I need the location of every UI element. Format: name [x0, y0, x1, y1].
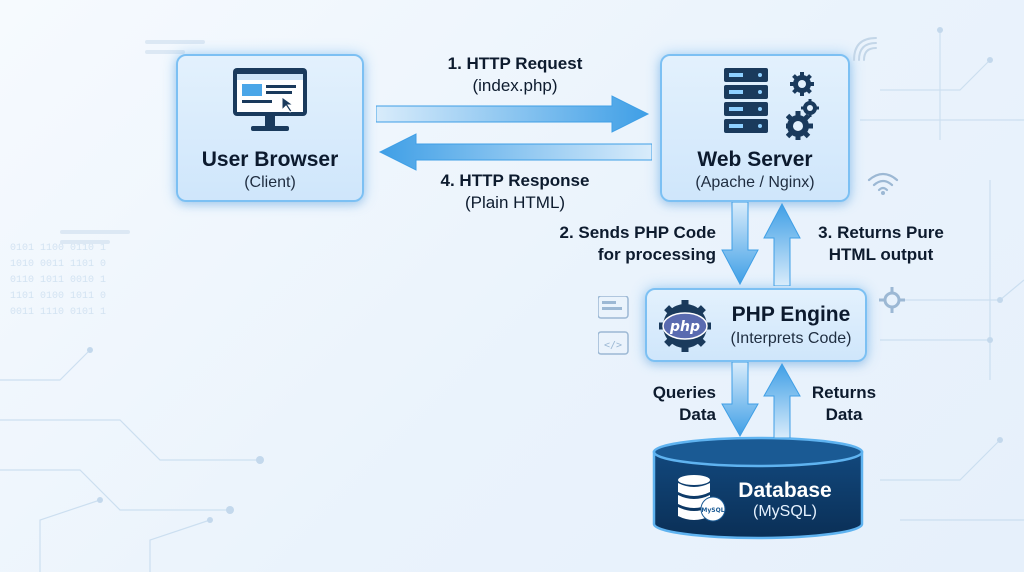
- queries-data-label: Queries Data: [620, 382, 716, 426]
- user-browser-node: User Browser (Client): [176, 54, 364, 202]
- gear-icon: [879, 287, 905, 313]
- http-response-label: 4. HTTP Response (Plain HTML): [420, 170, 610, 214]
- returns-data-line2: Data: [825, 405, 863, 424]
- svg-text:0110 1011 0010 1: 0110 1011 0010 1: [10, 275, 106, 286]
- monitor-icon: [233, 68, 307, 131]
- http-request-label: 1. HTTP Request (index.php): [420, 53, 610, 97]
- http-response-line2: (Plain HTML): [464, 193, 566, 212]
- user-browser-subtitle: (Client): [244, 174, 296, 191]
- sends-php-line2: for processing: [597, 245, 716, 264]
- http-request-line2: (index.php): [472, 76, 558, 95]
- sends-php-arrow: [721, 202, 759, 286]
- php-engine-title: PHP Engine: [731, 303, 851, 326]
- http-response-arrow: [378, 133, 652, 171]
- user-browser-title: User Browser: [201, 148, 339, 171]
- code-icon: </>: [598, 296, 629, 355]
- returns-data-line1: Returns: [811, 383, 877, 402]
- queries-data-arrow: [721, 362, 759, 438]
- returns-data-arrow: [763, 362, 801, 438]
- database-subtitle: (MySQL): [753, 503, 817, 520]
- svg-text:1101 0100 1011 0: 1101 0100 1011 0: [10, 291, 106, 302]
- wifi-icon: [853, 37, 877, 61]
- mysql-logo-icon: MySQL: [700, 496, 726, 522]
- web-server-title: Web Server: [697, 148, 813, 171]
- svg-text:0011 1110 0101 1: 0011 1110 0101 1: [10, 307, 106, 318]
- mysql-logo-text: MySQL: [701, 507, 724, 514]
- php-logo-icon: php: [659, 300, 711, 352]
- http-response-line1: 4. HTTP Response: [440, 171, 590, 190]
- web-server-node: Web Server (Apache / Nginx): [660, 54, 850, 202]
- svg-text:0101 1100 0110 1: 0101 1100 0110 1: [10, 243, 106, 254]
- web-server-subtitle: (Apache / Nginx): [695, 174, 815, 191]
- database-title: Database: [738, 479, 832, 502]
- queries-data-line2: Data: [679, 405, 716, 424]
- returns-html-line2: HTML output: [828, 245, 934, 264]
- gear-icon: [786, 72, 819, 140]
- php-engine-node: php PHP Engine (Interprets Code): [645, 288, 867, 362]
- http-request-line1: 1. HTTP Request: [447, 54, 583, 73]
- http-request-arrow: [376, 95, 650, 133]
- php-engine-subtitle: (Interprets Code): [730, 330, 852, 347]
- queries-data-line1: Queries: [652, 383, 716, 402]
- returns-html-label: 3. Returns Pure HTML output: [806, 222, 956, 266]
- svg-text:1010 0011 1101 0: 1010 0011 1101 0: [10, 259, 106, 270]
- server-rack-icon: [724, 68, 768, 133]
- sends-php-label: 2. Sends PHP Code for processing: [536, 222, 716, 266]
- returns-html-arrow: [763, 202, 801, 286]
- wifi-icon: [867, 172, 899, 195]
- svg-text:</>: </>: [604, 340, 622, 351]
- returns-html-line1: 3. Returns Pure: [818, 223, 944, 242]
- returns-data-label: Returns Data: [804, 382, 884, 426]
- php-logo-text: php: [669, 319, 700, 335]
- sends-php-line1: 2. Sends PHP Code: [559, 223, 716, 242]
